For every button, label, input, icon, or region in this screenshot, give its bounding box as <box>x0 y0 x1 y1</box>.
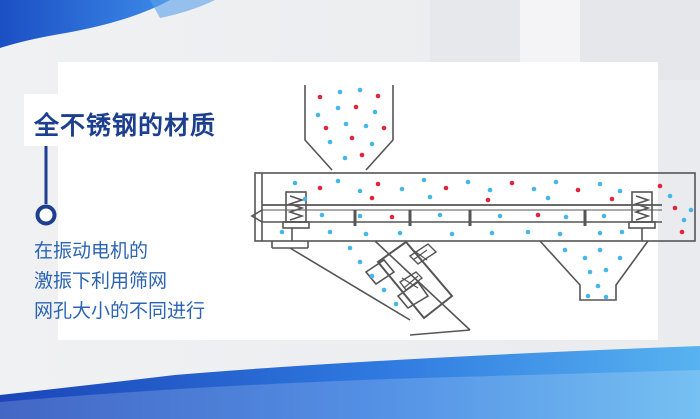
timeline-node-icon <box>35 204 57 226</box>
fine-particle <box>315 112 321 118</box>
description-line-2: 激振下利用筛网 <box>34 270 168 292</box>
coarse-particle <box>672 205 678 211</box>
fine-particle <box>553 179 559 185</box>
fine-particle <box>617 188 623 194</box>
fine-particle <box>427 194 433 200</box>
fines-outlet <box>539 240 649 301</box>
fine-particle <box>319 212 325 218</box>
fine-particle <box>603 267 609 273</box>
fine-particle <box>465 179 471 185</box>
fine-particle <box>292 180 298 186</box>
fine-particle <box>369 141 375 147</box>
fine-particle <box>619 229 625 235</box>
fine-particle <box>363 123 369 129</box>
description-line-1: 在振动电机的 <box>34 240 149 262</box>
fine-particle <box>279 229 285 235</box>
fine-particle <box>327 139 333 145</box>
fine-particle <box>603 294 609 300</box>
coarse-particle <box>535 212 541 218</box>
coarse-particle <box>317 94 323 100</box>
coarse-particle <box>369 195 375 201</box>
fine-particle <box>335 105 341 111</box>
fine-particle <box>562 247 568 253</box>
fine-particle <box>347 245 353 251</box>
fine-particle <box>369 273 375 279</box>
fine-particle <box>597 181 603 187</box>
fine-particle <box>497 213 503 219</box>
fine-particle <box>421 177 427 183</box>
fine-particle <box>487 187 493 193</box>
fine-particle <box>397 230 403 236</box>
fine-particle <box>343 121 349 127</box>
fine-particle <box>595 283 601 289</box>
fine-particle <box>302 196 308 202</box>
fine-particle <box>399 186 405 192</box>
coarse-particle <box>317 185 323 191</box>
fine-particle <box>381 287 387 293</box>
coarse-particle <box>353 104 359 110</box>
coarse-particle <box>609 196 615 202</box>
coarse-particle <box>679 229 685 235</box>
coarse-particle <box>349 135 355 141</box>
coarse-particle <box>575 187 581 193</box>
hopper-left-wall <box>304 85 333 171</box>
fine-particle <box>597 247 603 253</box>
fine-particle <box>337 89 343 95</box>
fine-particle <box>667 193 673 199</box>
fine-particle <box>557 231 563 237</box>
feature-title: 全不锈钢的材质 <box>34 111 217 140</box>
fine-particle <box>335 178 341 184</box>
coarse-particle <box>485 197 491 203</box>
fine-particle <box>585 293 591 299</box>
vibration-motor <box>364 240 454 320</box>
description-line-3: 网孔大小的不同进行 <box>34 300 206 322</box>
coarse-particle <box>381 125 387 131</box>
top-wave <box>0 0 170 48</box>
coarse-particle <box>509 180 515 186</box>
fine-particle <box>545 195 551 201</box>
fine-particle <box>357 87 363 93</box>
screen-box <box>254 172 696 242</box>
fine-particle <box>582 255 588 261</box>
bottom-wave <box>0 346 700 419</box>
fine-particle <box>563 214 569 220</box>
coarse-particle <box>375 181 381 187</box>
fine-particle <box>342 155 348 161</box>
feature-description: 在振动电机的 激振下利用筛网 网孔大小的不同进行 <box>34 236 205 326</box>
fine-particle <box>357 188 363 194</box>
coarse-particle <box>389 214 395 220</box>
fine-particle <box>688 207 694 213</box>
fine-particle <box>531 186 537 192</box>
coarse-particle <box>657 183 663 189</box>
coarse-particle <box>443 185 449 191</box>
fine-particle <box>372 109 378 115</box>
fine-particle <box>587 269 593 275</box>
fine-particle <box>437 212 443 218</box>
fine-particle <box>525 229 531 235</box>
coarse-particle <box>323 125 329 131</box>
fine-particle <box>357 213 363 219</box>
hopper-right-wall <box>365 85 394 171</box>
fine-particle <box>489 230 495 236</box>
fine-particle <box>617 255 623 261</box>
fine-particle <box>357 259 363 265</box>
fine-particle <box>327 229 333 235</box>
fine-particle <box>449 231 455 237</box>
fine-particle <box>363 231 369 237</box>
fine-particle <box>601 213 607 219</box>
fine-particle <box>681 217 687 223</box>
coarse-particle <box>375 93 381 99</box>
fine-particle <box>597 230 603 236</box>
fine-particle <box>393 301 399 307</box>
coarse-particle <box>359 152 365 158</box>
